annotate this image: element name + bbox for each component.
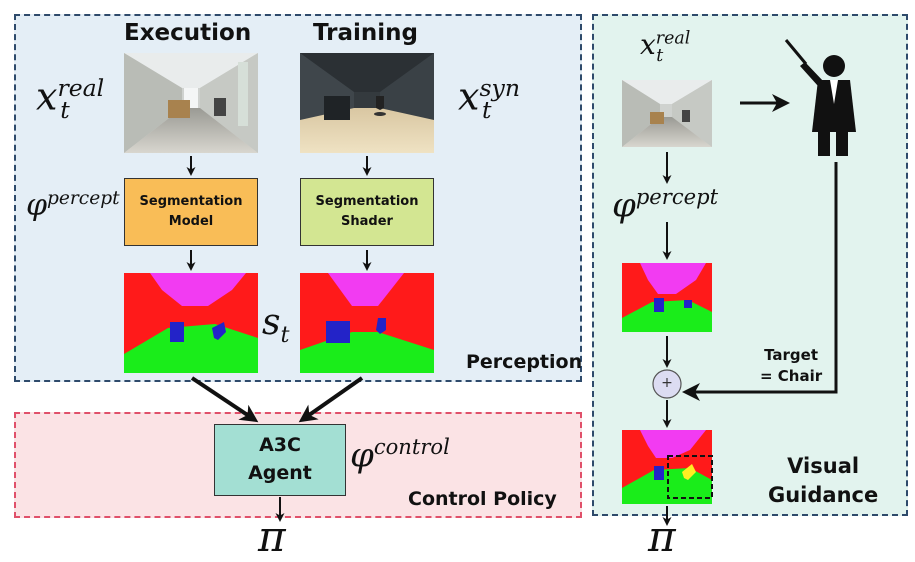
plus-node [652, 369, 682, 399]
perception-label: Perception [466, 351, 583, 373]
x-syn-label: xsynt [458, 74, 520, 125]
pi-output-guidance: π [648, 512, 676, 561]
heading-execution: Execution [124, 20, 252, 46]
segmentation-output-guidance [622, 263, 712, 332]
teacher-icon [784, 39, 856, 156]
phi-percept-label: φpercept [26, 188, 120, 223]
corridor-render-synthetic [300, 53, 434, 153]
s-t-label: st [262, 302, 290, 349]
segmentation-output-execution [124, 273, 258, 373]
pi-output-control: π [258, 512, 286, 561]
segmentation-target-highlight [622, 430, 713, 504]
phi-control-label: φcontrol [350, 434, 450, 476]
x-real-label: xrealt [36, 74, 105, 125]
corridor-photo-real [124, 53, 258, 153]
plus-symbol: + [661, 375, 673, 391]
guidance-phi-percept-label: φpercept [612, 184, 719, 226]
target-bounding-box [667, 455, 713, 499]
heading-training: Training [313, 20, 419, 46]
control-policy-label: Control Policy [408, 488, 557, 510]
perception-panel [14, 14, 582, 382]
guidance-x-real-label: xrealt [640, 28, 691, 66]
corridor-photo-guidance [622, 80, 712, 147]
segmentation-output-training [300, 273, 434, 373]
target-label: Target= Chair [760, 346, 823, 385]
